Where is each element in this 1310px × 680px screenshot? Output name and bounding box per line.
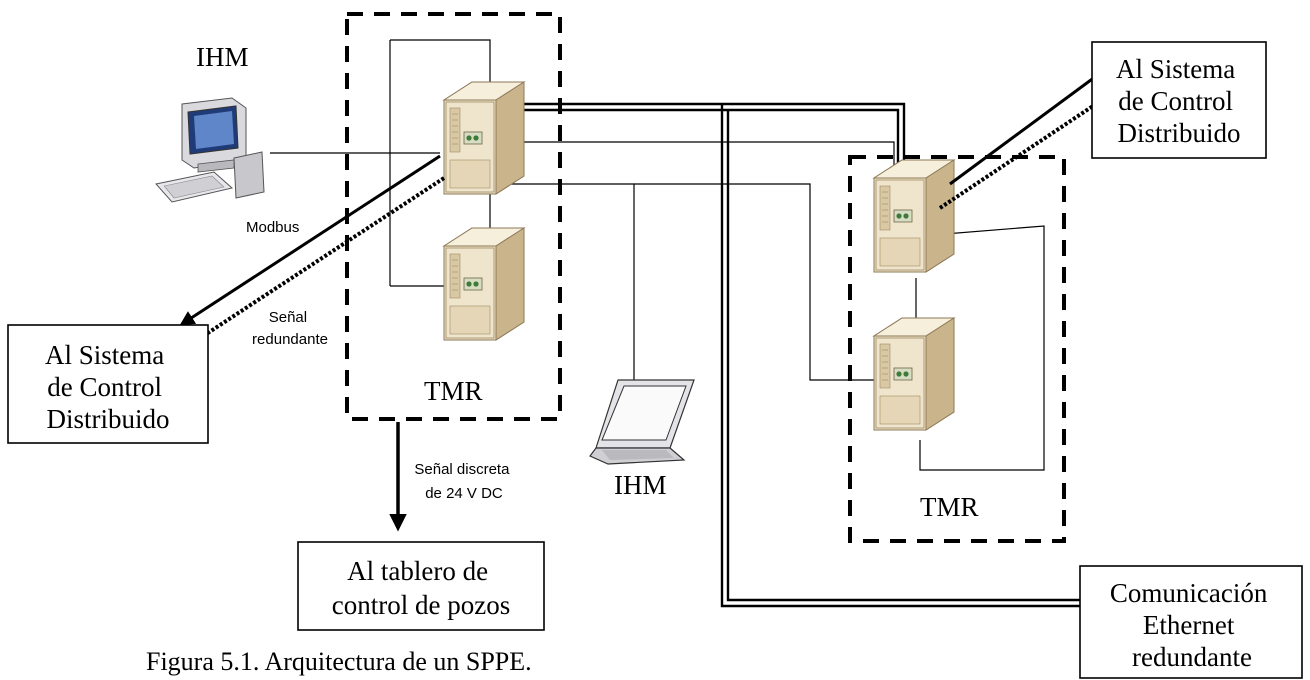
discrete-signal-label-2: de 24 V DC	[425, 485, 503, 502]
redundant-ethernet-lines	[518, 102, 1090, 608]
ethernet-line-2: Ethernet	[1143, 610, 1235, 640]
tablero-line-2: control de pozos	[332, 590, 510, 620]
svg-text:Comunicación Ethernet: Comunicación Ethernet redundante	[1110, 578, 1274, 672]
tablero-line-1: Al tablero de	[347, 556, 488, 586]
discrete-signal-label-1: Señal discreta	[414, 461, 510, 478]
svg-text:Señal discreta de 24 V DC: Señal discreta de 24 V DC	[414, 461, 513, 502]
dcs-left-box	[7, 324, 209, 444]
ihm-top-label: IHM	[196, 42, 249, 72]
dcs-right-box	[1091, 41, 1267, 159]
tmr-left-server-top	[443, 81, 525, 195]
tmr-left-container	[345, 12, 562, 421]
tmr-right-server-top	[873, 159, 955, 273]
ethernet-line-3: redundante	[1132, 642, 1252, 672]
svg-text:Señal redundante: Señal redundante	[252, 309, 328, 348]
figure-caption: Figura 5.1. Arquitectura de un SPPE.	[146, 647, 532, 676]
redundant-signal-label-1: Señal	[269, 309, 307, 326]
ethernet-line-1: Comunicación	[1110, 578, 1268, 608]
tmr-right-server-bottom	[873, 317, 955, 431]
dcs-right-line-2: de Control	[1118, 86, 1233, 116]
tmr-right-label: TMR	[920, 492, 979, 522]
dcs-left-line-1: Al Sistema	[45, 340, 164, 370]
laptop-icon	[589, 379, 695, 465]
tmr-right-container	[848, 155, 1066, 543]
tmr-left-label: TMR	[424, 376, 483, 406]
dcs-right-arrow-dotted	[938, 85, 1124, 210]
modbus-label: Modbus	[246, 219, 299, 236]
modbus-arrow	[179, 154, 441, 326]
redundant-signal-label-2: redundante	[252, 331, 328, 348]
ethernet-box	[1079, 565, 1303, 679]
ihm-bottom-label: IHM	[614, 470, 667, 500]
tablero-box	[297, 541, 545, 631]
svg-text:Al tablero de control de p: Al tablero de control de pozos	[332, 556, 510, 620]
redundant-signal-arrow	[184, 176, 446, 349]
svg-text:Al Sistema de Control: Al Sistema de Control Distribuido	[45, 340, 171, 434]
dcs-right-line-3: Distribuido	[1117, 118, 1240, 148]
dcs-right-line-1: Al Sistema	[1116, 54, 1235, 84]
dcs-left-line-2: de Control	[47, 372, 162, 402]
svg-text:Al Sistema de Control: Al Sistema de Control Distribuido	[1116, 54, 1242, 148]
tmr-left-server-bottom	[443, 227, 525, 341]
dcs-left-line-3: Distribuido	[46, 404, 169, 434]
dcs-right-arrow-solid	[949, 58, 1121, 186]
desktop-computer-icon	[155, 97, 265, 203]
